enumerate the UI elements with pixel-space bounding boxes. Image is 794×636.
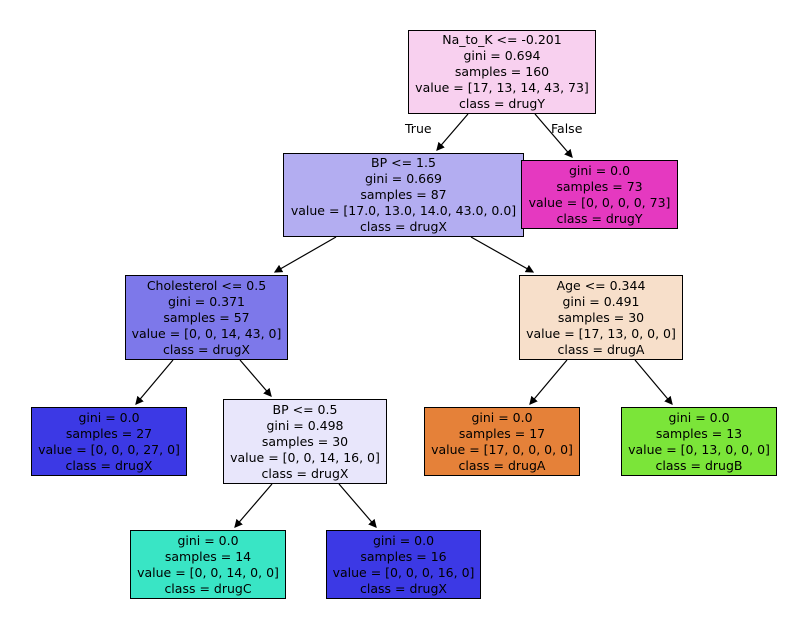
node-class: class = drugY: [556, 210, 643, 226]
node-value: value = [17, 13, 0, 0, 0]: [526, 325, 676, 341]
node-value: value = [17, 0, 0, 0, 0]: [431, 441, 573, 457]
node-gini: gini = 0.0: [78, 409, 140, 425]
node-gini: gini = 0.498: [266, 417, 344, 433]
node-class: class = drugX: [163, 341, 250, 357]
node-gini: gini = 0.694: [463, 48, 541, 63]
node-class: class = drugA: [557, 341, 645, 357]
node-gini: gini = 0.0: [372, 532, 435, 548]
node-class: class = drugX: [360, 580, 447, 596]
node-condition: Cholesterol <= 0.5: [146, 277, 267, 293]
node-value: value = [0, 0, 14, 0, 0]: [137, 564, 279, 580]
node-leaf-drugx-27: gini = 0.0 samples = 27 value = [0, 0, 0…: [31, 407, 187, 476]
node-value: value = [0, 0, 0, 27, 0]: [38, 441, 180, 457]
node-value: value = [0, 13, 0, 0, 0]: [628, 441, 770, 457]
node-value: value = [0, 0, 14, 43, 0]: [131, 325, 282, 341]
node-leaf-drugc: gini = 0.0 samples = 14 value = [0, 0, 1…: [130, 530, 286, 599]
node-samples: samples = 57: [163, 309, 250, 325]
node-samples: samples = 27: [65, 425, 153, 441]
node-class: class = drugB: [655, 457, 743, 473]
node-value: value = [17.0, 13.0, 14.0, 43.0, 0.0]: [290, 203, 517, 218]
node-leaf-druga: gini = 0.0 samples = 17 value = [17, 0, …: [424, 407, 580, 476]
node-samples: samples = 73: [556, 178, 643, 194]
node-class: class = drugX: [261, 465, 349, 481]
node-leaf-drugy: gini = 0.0 samples = 73 value = [0, 0, 0…: [521, 160, 678, 229]
edge-root-to-bp1-5: [436, 113, 469, 151]
node-gini: gini = 0.0: [668, 409, 730, 425]
node-root-na-to-k: Na_to_K <= -0.201 gini = 0.694 samples =…: [408, 30, 596, 114]
node-gini: gini = 0.491: [562, 293, 640, 309]
node-gini: gini = 0.669: [364, 171, 442, 186]
edge-bp0-5-to-leaf-drugc: [234, 483, 273, 528]
node-class: class = drugX: [65, 457, 153, 473]
edge-label-true: True: [405, 121, 432, 136]
edge-bp0-5-to-leaf-drugx-16: [338, 483, 377, 528]
edge-bp1-5-to-cholesterol: [273, 236, 337, 273]
node-age-le-0-344: Age <= 0.344 gini = 0.491 samples = 30 v…: [519, 275, 683, 360]
node-samples: samples = 160: [454, 64, 550, 79]
node-samples: samples = 87: [360, 187, 447, 202]
node-value: value = [0, 0, 0, 0, 73]: [528, 194, 671, 210]
node-samples: samples = 14: [164, 548, 252, 564]
node-condition: BP <= 1.5: [371, 155, 436, 170]
node-bp-le-0-5: BP <= 0.5 gini = 0.498 samples = 30 valu…: [223, 399, 387, 484]
node-class: class = drugC: [164, 580, 252, 596]
node-gini: gini = 0.0: [471, 409, 533, 425]
edge-bp1-5-to-age: [470, 236, 535, 273]
node-cholesterol-le-0-5: Cholesterol <= 0.5 gini = 0.371 samples …: [125, 275, 288, 360]
node-samples: samples = 13: [655, 425, 743, 441]
node-samples: samples = 30: [261, 433, 349, 449]
edge-label-false: False: [551, 121, 583, 136]
node-leaf-drugx-16: gini = 0.0 samples = 16 value = [0, 0, 0…: [326, 530, 481, 599]
node-leaf-drugb: gini = 0.0 samples = 13 value = [0, 13, …: [621, 407, 777, 476]
edge-age-to-leaf-druga: [529, 359, 568, 405]
node-gini: gini = 0.0: [568, 162, 631, 178]
node-condition: Na_to_K <= -0.201: [442, 32, 562, 47]
node-gini: gini = 0.0: [177, 532, 239, 548]
node-class: class = drugA: [458, 457, 546, 473]
node-value: value = [0, 0, 0, 16, 0]: [332, 564, 475, 580]
node-value: value = [17, 13, 14, 43, 73]: [415, 80, 589, 95]
edge-cholesterol-to-bp0-5: [239, 359, 272, 397]
node-condition: Age <= 0.344: [556, 277, 646, 293]
node-samples: samples = 16: [360, 548, 447, 564]
node-class: class = drugY: [458, 96, 546, 111]
node-bp-le-1-5: BP <= 1.5 gini = 0.669 samples = 87 valu…: [283, 153, 524, 237]
edge-age-to-leaf-drugb: [634, 359, 673, 405]
edge-cholesterol-to-leaf-drugx-27: [135, 359, 174, 405]
node-samples: samples = 30: [557, 309, 645, 325]
node-gini: gini = 0.371: [167, 293, 245, 309]
node-condition: BP <= 0.5: [272, 401, 338, 417]
node-value: value = [0, 0, 14, 16, 0]: [230, 449, 380, 465]
node-class: class = drugX: [360, 219, 447, 234]
node-samples: samples = 17: [458, 425, 546, 441]
